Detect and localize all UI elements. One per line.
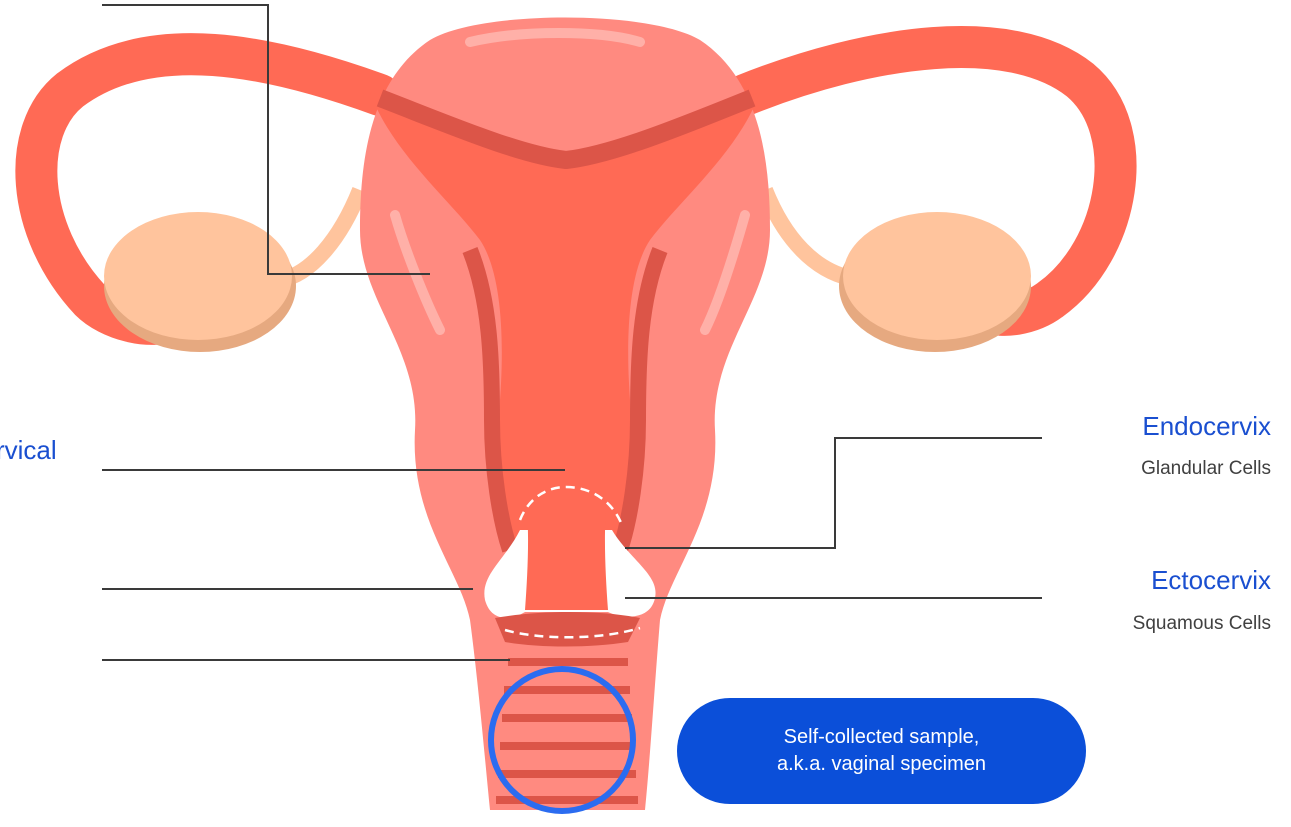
cervical-label: rvical [0,437,57,463]
callout-line-1: Self-collected sample, [784,724,980,751]
ectocervix-subtitle: Squamous Cells [1133,614,1271,633]
endocervix-subtitle: Glandular Cells [1141,459,1271,478]
ectocervix-title: Ectocervix [1151,567,1271,593]
endocervix-title: Endocervix [1142,413,1271,439]
self-collected-sample-callout: Self-collected sample, a.k.a. vaginal sp… [677,698,1086,804]
callout-line-2: a.k.a. vaginal specimen [777,751,986,778]
right-ovary [839,212,1031,352]
